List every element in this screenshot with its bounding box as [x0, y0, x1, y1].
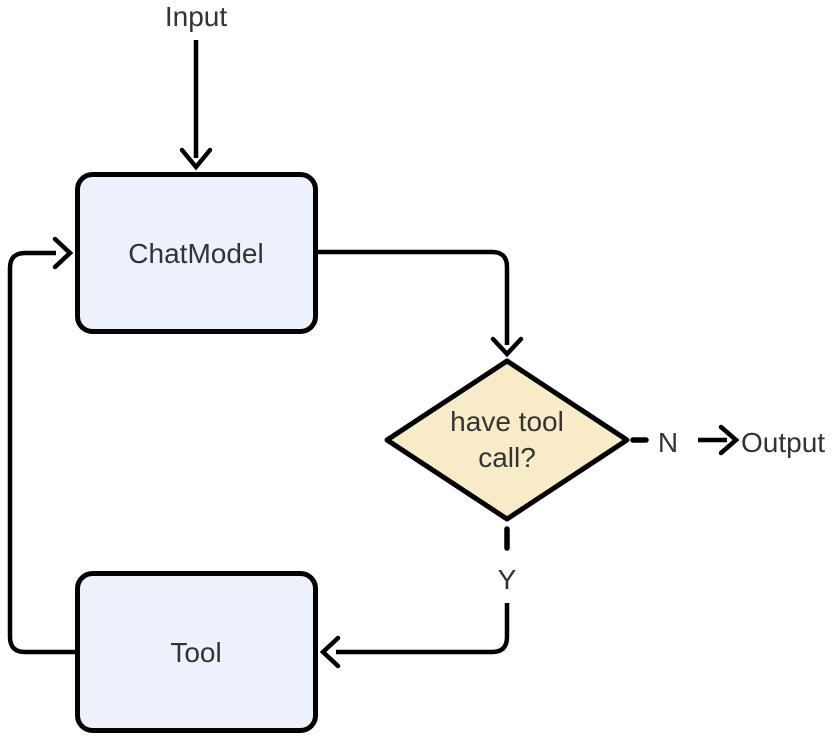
node-tool: Tool [75, 571, 318, 733]
node-output-label: Output [741, 427, 825, 458]
arrow-head [319, 635, 341, 669]
arrow-head [52, 236, 74, 270]
edge-line [336, 603, 510, 655]
edge-label-no: N [658, 427, 678, 458]
tool-label: Tool [170, 637, 221, 668]
edge-line [7, 250, 75, 655]
node-decision: have tool call? [384, 358, 630, 522]
decision-label-line1: have tool [450, 406, 564, 437]
edge-input-to-chatmodel [179, 40, 213, 171]
chatmodel-label: ChatModel [128, 238, 263, 269]
arrow-head [718, 424, 740, 456]
edge-tool-to-chatmodel [7, 236, 75, 655]
edge-chatmodel-to-decision [318, 249, 524, 358]
edge-decision-to-output: N [630, 424, 740, 458]
edge-decision-to-tool: Y [319, 526, 517, 669]
arrow-head [490, 336, 524, 358]
decision-diamond [384, 358, 630, 522]
node-input-label: Input [165, 1, 227, 32]
decision-label-line2: call? [478, 442, 536, 473]
tool-box [75, 571, 318, 733]
node-chatmodel: ChatModel [75, 172, 318, 334]
edge-line [318, 249, 510, 345]
arrow-head [179, 147, 213, 171]
edge-label-yes: Y [498, 564, 517, 595]
chatmodel-box [75, 172, 318, 334]
